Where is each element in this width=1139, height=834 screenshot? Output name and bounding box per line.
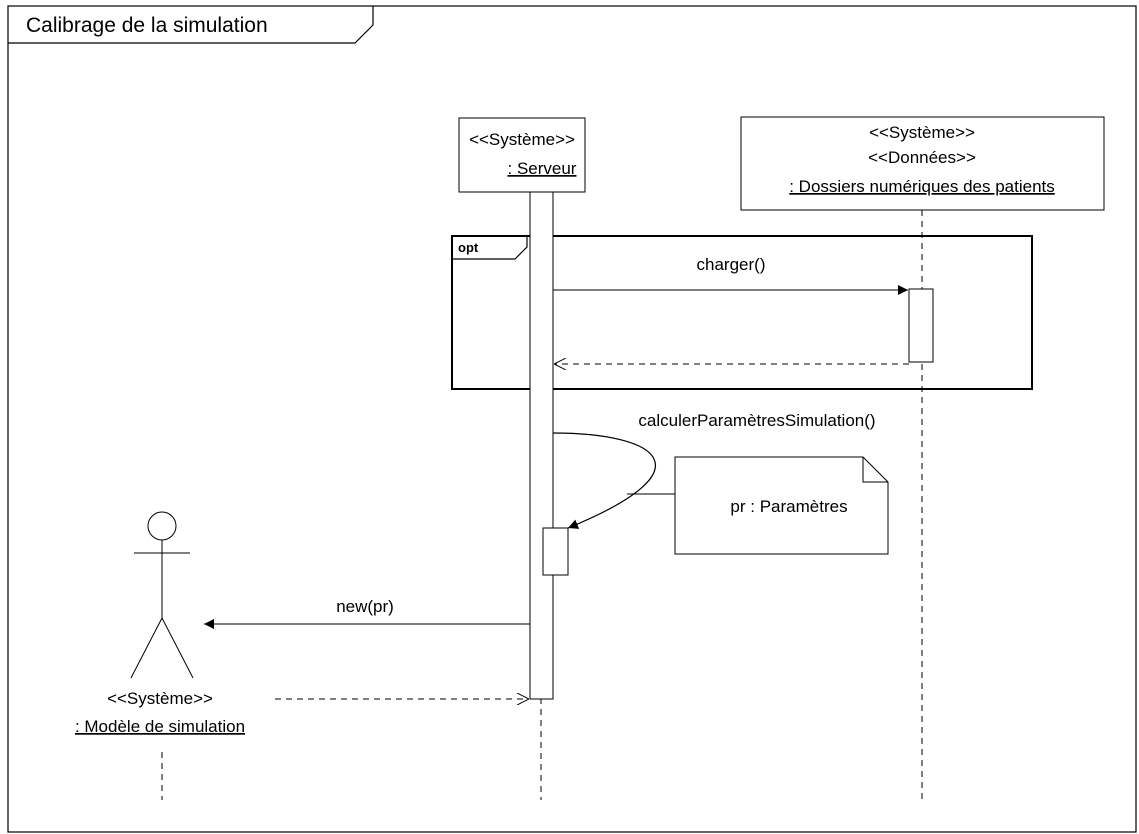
actor-leg-left bbox=[130, 617, 163, 679]
message-calculer-arrow bbox=[552, 432, 657, 529]
actor-head bbox=[147, 511, 177, 541]
frame-title-tab bbox=[8, 6, 374, 44]
lifeline-head-serveur bbox=[458, 117, 586, 193]
opt-fragment-tab bbox=[452, 236, 528, 260]
dossiers-stereotype-donnees: <<Données>> bbox=[868, 148, 976, 167]
message-new-label: new(pr) bbox=[336, 597, 394, 616]
note-corner bbox=[862, 457, 888, 483]
opt-operator: opt bbox=[458, 240, 479, 255]
note-text: pr : Paramètres bbox=[730, 497, 847, 516]
opt-fragment bbox=[451, 235, 1033, 390]
dossiers-stereotype-systeme: <<Système>> bbox=[869, 123, 975, 142]
activation-serveur bbox=[529, 191, 554, 700]
frame-title: Calibrage de la simulation bbox=[26, 14, 268, 37]
activation-dossiers bbox=[908, 288, 934, 363]
dossiers-name: : Dossiers numériques des patients bbox=[789, 177, 1055, 196]
note-box bbox=[674, 456, 889, 555]
lifeline-head-dossiers bbox=[740, 116, 1105, 211]
activation-serveur-self bbox=[542, 527, 569, 576]
message-calculer-label: calculerParamètresSimulation() bbox=[638, 411, 875, 430]
serveur-stereotype: <<Système>> bbox=[469, 130, 575, 149]
serveur-name: : Serveur bbox=[508, 159, 577, 178]
message-charger-label: charger() bbox=[697, 255, 766, 274]
diagram-frame bbox=[7, 5, 1137, 833]
modele-name: : Modèle de simulation bbox=[75, 717, 245, 736]
actor-leg-right bbox=[161, 617, 194, 679]
modele-stereotype: <<Système>> bbox=[107, 689, 213, 708]
